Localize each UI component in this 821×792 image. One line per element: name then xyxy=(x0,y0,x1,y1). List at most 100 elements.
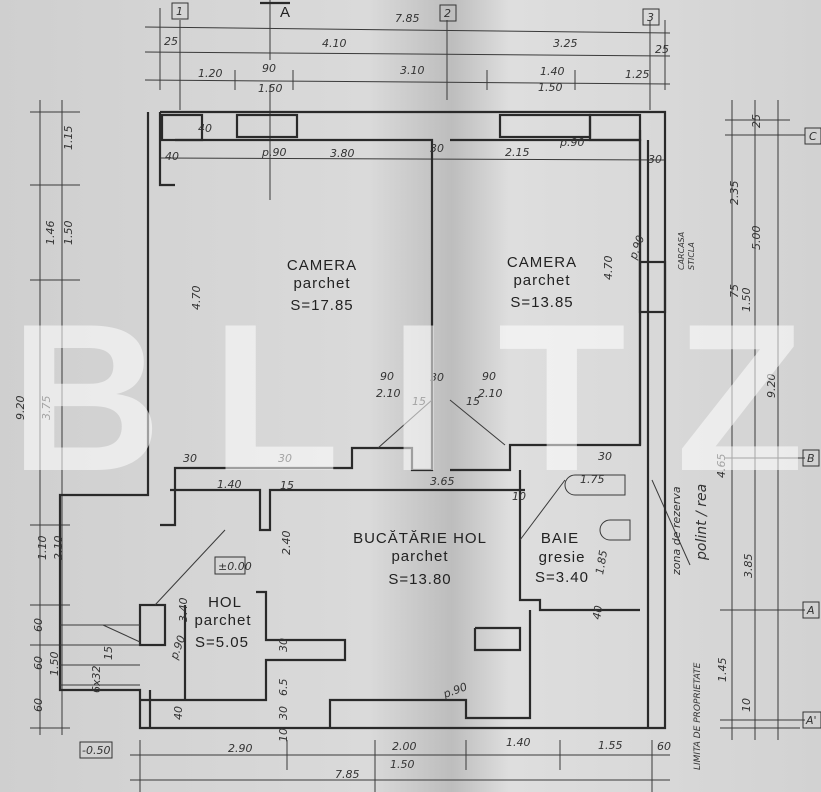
dimension-label: 60 xyxy=(32,656,45,670)
dimension-label: 2.15 xyxy=(505,146,530,159)
dimension-label: CAMERA xyxy=(507,254,577,271)
axis-a-prime: A' xyxy=(805,714,817,727)
axis-2: 2 xyxy=(444,7,451,20)
dimension-label: 7.85 xyxy=(335,768,360,781)
dimension-label: 3.40 xyxy=(177,598,190,623)
dimension-label: 30 xyxy=(430,142,444,155)
property-limit-note: LIMITA DE PROPRIETATE xyxy=(693,662,703,770)
dimension-label: 5.00 xyxy=(750,226,763,251)
dimension-label: 1.50 xyxy=(538,81,563,94)
dimension-label: 1.50 xyxy=(62,221,75,246)
polint-note: polint / rea xyxy=(694,484,710,561)
dimension-label: 1.75 xyxy=(580,473,605,486)
dimension-label: 2.40 xyxy=(280,531,293,556)
walls xyxy=(58,110,667,730)
dimension-label: 3.85 xyxy=(742,554,755,579)
dimension-text-right: 25 2.35 5.00 75 1.50 9.20 4.65 3.85 1.45… xyxy=(715,114,778,712)
dimension-label: 1.25 xyxy=(625,68,650,81)
dimension-label: 30 xyxy=(278,452,292,465)
dimension-label: 30 xyxy=(648,153,662,166)
dimension-label: 1.55 xyxy=(598,739,623,752)
dimension-label: 15 xyxy=(412,395,426,408)
dimension-label: 4.10 xyxy=(322,37,347,50)
dimension-label: 60 xyxy=(657,740,671,753)
dimension-lines xyxy=(30,0,805,792)
dimension-label: 3.65 xyxy=(430,475,455,488)
dimension-label: 3.25 xyxy=(553,37,578,50)
dimension-label: 60 xyxy=(32,698,45,712)
dimension-label: HOL xyxy=(208,594,242,611)
dimension-text-left: 1.15 1.46 1.50 9.20 3.75 1.10 2.10 60 60… xyxy=(14,126,115,713)
dimension-label: 15 xyxy=(280,479,294,492)
dimension-label: 15 xyxy=(102,646,115,660)
dimension-label: parchet xyxy=(293,275,350,292)
floor-level: ±0.00 xyxy=(218,560,252,573)
dimension-label: 1.45 xyxy=(716,658,729,683)
dimension-label: 2.10 xyxy=(52,536,65,561)
dimension-label: 75 xyxy=(728,284,741,298)
dimension-label: S=13.85 xyxy=(510,294,573,311)
dimension-label: parchet xyxy=(513,272,570,289)
dimension-label: 10 xyxy=(512,490,526,503)
dimension-label: parchet xyxy=(194,612,251,629)
dimension-label: 1.85 xyxy=(593,549,610,575)
section-a: A xyxy=(280,4,291,21)
dimension-label: 1.46 xyxy=(44,221,57,246)
dimension-label: 6x32 xyxy=(90,665,103,693)
axis-markers: 1 A 2 3 C B A A' xyxy=(171,1,821,729)
dimension-label: 1.50 xyxy=(48,652,61,677)
dimension-label: 2.90 xyxy=(228,742,253,755)
axis-1: 1 xyxy=(176,5,183,18)
dimension-label: 40 xyxy=(198,122,212,135)
dimension-label: 30 xyxy=(430,371,444,384)
dimension-label: 4.65 xyxy=(715,454,728,479)
dimension-label: 1.15 xyxy=(62,126,75,151)
dimension-label: 4.70 xyxy=(602,256,615,281)
dimension-label: 90 xyxy=(482,370,496,383)
dimension-label: 1.40 xyxy=(540,65,565,78)
dimension-label: 9.20 xyxy=(765,374,778,399)
dimension-label: BAIE xyxy=(541,530,579,547)
dimension-label: 30 xyxy=(277,706,290,720)
dimension-label: 1.40 xyxy=(506,736,531,749)
dimension-label: 3.80 xyxy=(330,147,355,160)
dimension-label: 2.00 xyxy=(392,740,417,753)
dimension-label: S=17.85 xyxy=(290,297,353,314)
dimension-label: 6.5 xyxy=(277,679,290,697)
handwritten-notes: CARCASA STICLA LIMITA DE PROPRIETATE zon… xyxy=(670,232,710,770)
glass-note-1: CARCASA xyxy=(677,232,686,270)
dimension-label: 9.20 xyxy=(14,396,27,421)
dimension-label: 2.10 xyxy=(376,387,401,400)
axis-c: C xyxy=(809,130,817,143)
dimension-label: gresie xyxy=(539,549,586,566)
glass-note-2: STICLA xyxy=(687,242,696,270)
watermark-logo: BLITZ xyxy=(10,280,810,515)
dimension-label: 15 xyxy=(466,395,480,408)
door-swings xyxy=(377,399,631,541)
dimension-label: 40 xyxy=(590,604,605,620)
dimension-label: 7.85 xyxy=(395,12,420,25)
dimension-label: 1.40 xyxy=(217,478,242,491)
dimension-label: parchet xyxy=(391,548,448,565)
dimension-label: S=13.80 xyxy=(388,571,451,588)
dimension-label: 10 xyxy=(740,698,753,712)
dimension-label: 1.50 xyxy=(258,82,283,95)
dimension-label: S=3.40 xyxy=(535,569,589,586)
dimension-label: 1.20 xyxy=(198,67,223,80)
dimension-label: 25 xyxy=(655,43,669,56)
axis-a: A xyxy=(806,604,815,617)
dimension-label: 60 xyxy=(32,618,45,632)
dimension-label: S=5.05 xyxy=(195,634,249,651)
dimension-label: 25 xyxy=(750,114,763,128)
dimension-label: BUCĂTĂRIE HOL xyxy=(353,530,487,547)
dimension-label: 40 xyxy=(165,150,179,163)
dimension-label: p.90 xyxy=(261,146,286,159)
